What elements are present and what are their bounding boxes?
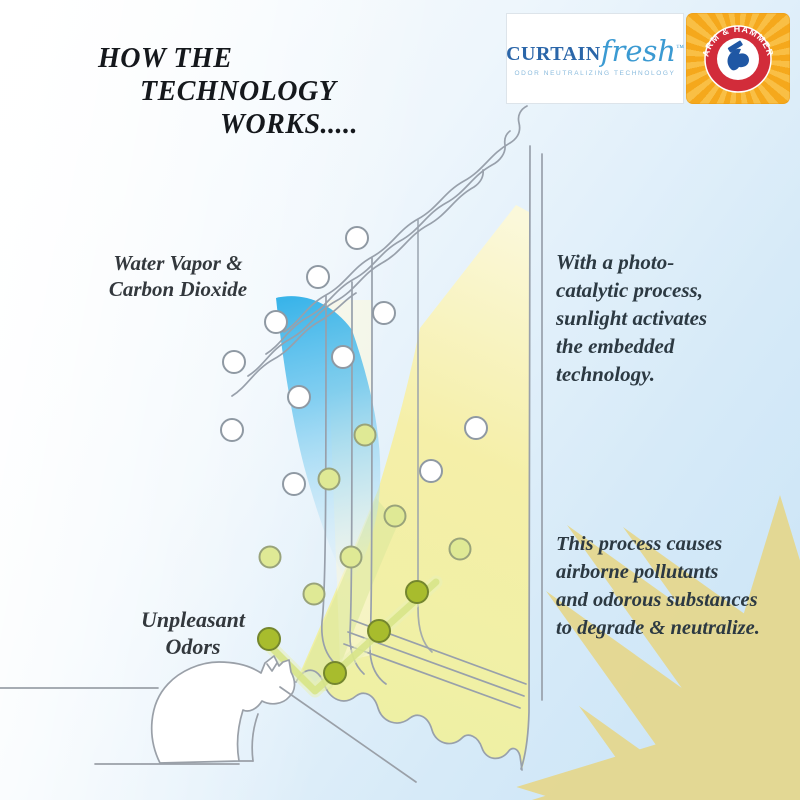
neutralized-odor-molecules [258, 423, 472, 606]
callout-line: the embedded [556, 334, 675, 358]
title-line-2: TECHNOLOGY [140, 76, 337, 107]
arm-and-hammer-logo: ARM & HAMMER [686, 13, 790, 104]
title-line-1: HOW THE [98, 43, 233, 74]
water-vapor-label-line-1: Water Vapor & [113, 251, 243, 275]
callout-line: This process causes [556, 533, 723, 555]
callout-line: With a photo- [556, 250, 675, 274]
trademark-symbol: ™ [676, 43, 684, 52]
unpleasant-odors-label: Unpleasant Odors [118, 606, 268, 660]
callout-line: airborne pollutants [556, 561, 719, 583]
callout-line: technology. [556, 362, 655, 386]
arm-hammer-icon [727, 40, 749, 70]
brand-name-fresh: fresh [600, 34, 677, 68]
arm-and-hammer-seal: ARM & HAMMER [700, 23, 775, 93]
odor-molecules [257, 580, 429, 685]
callout-line: catalytic process, [556, 278, 703, 302]
brand-name-curtain: CURTAIN [506, 43, 601, 65]
water-vapor-label: Water Vapor & Carbon Dioxide [92, 250, 264, 302]
photocatalytic-callout: With a photo- catalytic process, sunligh… [556, 248, 766, 388]
odors-label-line-2: Odors [165, 634, 221, 659]
odors-label-line-1: Unpleasant [141, 607, 245, 632]
title-line-3: WORKS..... [220, 109, 359, 140]
callout-line: and odorous substances [556, 589, 758, 611]
brand-tagline: ODOR NEUTRALIZING TECHNOLOGY [514, 70, 676, 77]
page-title: HOW THE TECHNOLOGY WORKS..... [98, 42, 358, 141]
water-vapor-label-line-2: Carbon Dioxide [108, 277, 248, 301]
light-swoosh-icon [276, 296, 381, 585]
callout-line: to degrade & neutralize. [556, 617, 760, 639]
floor-lines [0, 686, 417, 783]
odor-trail [261, 575, 443, 698]
water-vapor-molecules [220, 226, 488, 496]
degrade-callout: This process causes airborne pollutants … [556, 530, 800, 642]
callout-line: sunlight activates [556, 306, 708, 330]
cat-icon [150, 655, 296, 764]
